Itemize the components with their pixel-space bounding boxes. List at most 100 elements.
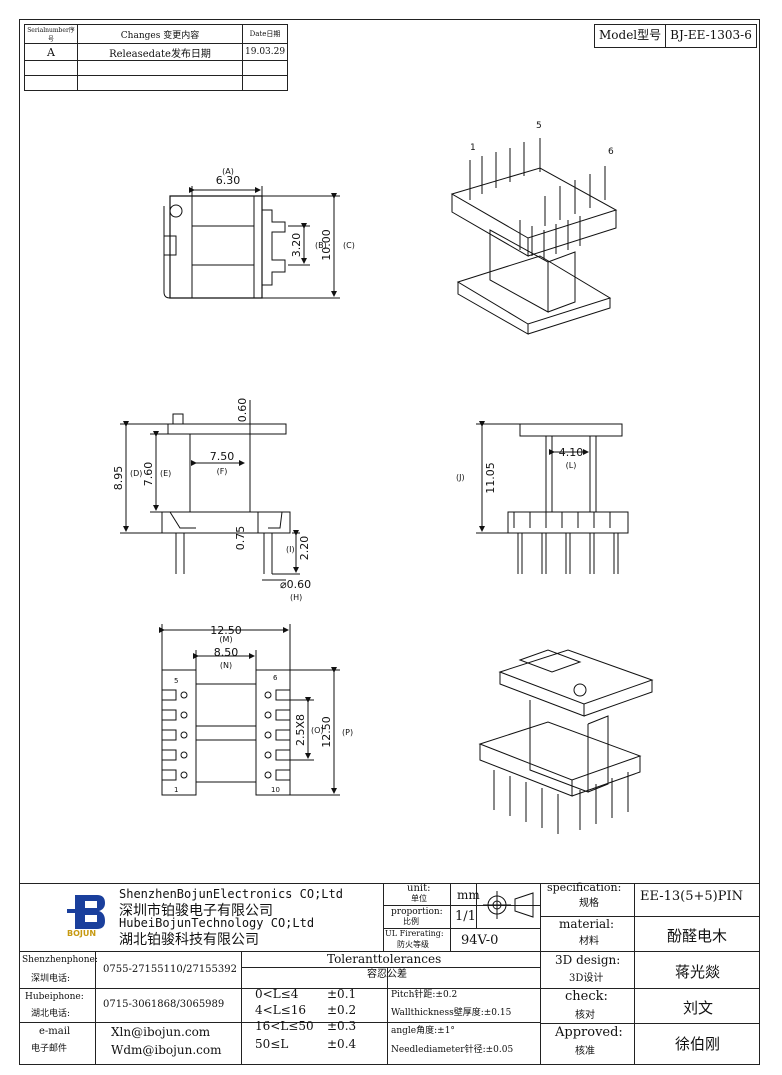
bottom-pin6: 6: [273, 674, 278, 682]
bottom-pin1: 1: [174, 786, 178, 794]
dim-f-tag: (F): [217, 467, 228, 476]
tol-note: Needlediameter针径:±0.05: [391, 1045, 514, 1055]
dim-p-value: 12.50: [320, 716, 333, 748]
dim-n-value: 8.50: [214, 646, 239, 659]
ul-label: UL Firerating:: [385, 929, 444, 938]
dim-h-value: ⌀0.60: [280, 578, 311, 591]
design-label: 3D design:: [555, 953, 621, 967]
dim-o-tag: (O): [311, 726, 324, 735]
bottom-pin5: 5: [174, 677, 178, 685]
dim-n-tag: (N): [220, 661, 232, 670]
check-label-cn: 核对: [575, 1010, 595, 1021]
dim-m-value: 12.50: [210, 624, 242, 637]
bottom-view: [159, 624, 340, 796]
proportion-label: proportion:: [391, 907, 443, 917]
dim-o-value: 2.5X8: [294, 714, 307, 746]
dim-i-value: 2.20: [298, 536, 311, 561]
dim-p-tag: (P): [342, 728, 353, 737]
front-view: [120, 400, 300, 581]
spec-label: specification:: [547, 881, 622, 894]
dim-m-tag: (M): [219, 635, 232, 644]
projection-symbol-icon: [483, 891, 534, 919]
spec-value: EE-13(5+5)PIN: [640, 889, 743, 904]
dim-0-75-value: 0.75: [234, 526, 247, 551]
isometric-view-top: [450, 138, 618, 335]
sz-phone: 0755-27155110/27155392: [103, 964, 237, 975]
material-label: material:: [559, 917, 615, 931]
hb-phone: 0715-3061868/3065989: [103, 999, 225, 1010]
dim-a-tag: (A): [222, 167, 234, 176]
hb-phone-label-cn: 湖北电话:: [31, 1009, 71, 1019]
dim-c-tag: (C): [343, 241, 355, 250]
bojun-logo: BOJUN: [67, 893, 107, 939]
ul-value: 94V-0: [461, 933, 499, 948]
tol-note: Wallthickness壁厚度:±0.15: [391, 1008, 512, 1018]
tolerance-title-cn: 容忍公差: [367, 969, 407, 980]
email-label: e-mail: [39, 1026, 71, 1037]
iso-pin6: 6: [608, 147, 614, 157]
unit-label-cn: 单位: [411, 894, 427, 903]
dim-c-value: 10.00: [320, 229, 333, 261]
side-view: [476, 421, 629, 574]
dim-f-value: 7.50: [210, 450, 235, 463]
tol-range: 4<L≤16: [255, 1003, 306, 1017]
dim-d-tag: (D): [130, 469, 142, 478]
sz-phone-label: Shenzhenphone:: [22, 955, 98, 965]
iso-pin1: 1: [470, 143, 476, 153]
unit-label: unit:: [407, 883, 431, 894]
dim-i-tag: (I): [286, 545, 295, 554]
tol-note: angle角度:±1°: [391, 1026, 455, 1036]
logo-text: BOJUN: [67, 929, 97, 938]
dim-b-value: 3.20: [290, 233, 303, 258]
proportion-value: 1/1: [455, 909, 476, 924]
tolerance-title: Toleranttolerances: [327, 952, 442, 966]
dim-l-value: 4.10: [559, 446, 584, 459]
top-view: [163, 186, 340, 299]
tol-value: ±0.4: [327, 1037, 357, 1051]
approved-label: Approved:: [555, 1025, 623, 1040]
spec-label-cn: 规格: [579, 898, 599, 909]
email-1: Xln@ibojun.com: [111, 1025, 211, 1039]
unit-value: mm: [457, 888, 480, 902]
tol-range: 50≤L: [255, 1037, 289, 1051]
drawing-sheet-border: [19, 19, 760, 1065]
model-box: Model型号 BJ-EE-1303-6: [594, 24, 757, 48]
dim-l-tag: (L): [566, 461, 577, 470]
check-value: 刘文: [683, 999, 714, 1017]
dim-e-tag: (E): [160, 469, 171, 478]
dim-a-value: 6.30: [216, 174, 241, 187]
isometric-view-bottom: [478, 649, 654, 834]
iso-pin5: 5: [536, 121, 542, 131]
material-label-cn: 材料: [579, 936, 599, 947]
technical-drawing: 6.30 (A) 3.20 (B) 10.00 (C) 1 5 6 0.60 8…: [112, 121, 654, 834]
tol-value: ±0.3: [327, 1019, 357, 1033]
bottom-pin10: 10: [271, 786, 280, 794]
company-cn-1: 深圳市铂骏电子有限公司: [119, 903, 273, 919]
ul-label-cn: 防火等级: [397, 940, 429, 949]
design-label-cn: 3D设计: [569, 973, 604, 984]
dim-b-tag: (B): [315, 241, 327, 250]
dim-j-tag: (J): [456, 473, 465, 482]
hb-phone-label: Hubeiphone:: [25, 992, 84, 1002]
approved-value: 徐伯刚: [675, 1035, 721, 1053]
company-en-2: HubeiBojunTechnology CO;Ltd: [119, 916, 315, 930]
tol-range: 0<L≤4: [255, 987, 299, 1001]
approved-label-cn: 核准: [575, 1046, 595, 1057]
revision-date: [241, 75, 289, 91]
dim-0-60-value: 0.60: [236, 398, 249, 423]
tol-note: Pitch针距:±0.2: [391, 990, 458, 1000]
dim-h-tag: (H): [290, 593, 302, 602]
proportion-label-cn: 比例: [403, 917, 419, 926]
dim-d-value: 8.95: [112, 466, 125, 491]
revision-table: Serialnumber序号 Changes 变更内容 Date日期 A Rel…: [24, 24, 289, 91]
company-cn-2: 湖北铂骏科技有限公司: [119, 932, 259, 948]
email-2: Wdm@ibojun.com: [111, 1043, 222, 1057]
tol-value: ±0.1: [327, 987, 357, 1001]
model-label: Model型号: [599, 28, 662, 42]
check-label: check:: [565, 989, 608, 1004]
design-value: 蒋光燚: [675, 963, 721, 981]
model-value: BJ-EE-1303-6: [665, 25, 756, 47]
email-label-cn: 电子邮件: [31, 1044, 68, 1054]
title-block: BOJUN ShenzhenBojunElectronics CO;Ltd 深圳…: [19, 881, 760, 1065]
material-value: 酚醛电木: [667, 927, 728, 945]
